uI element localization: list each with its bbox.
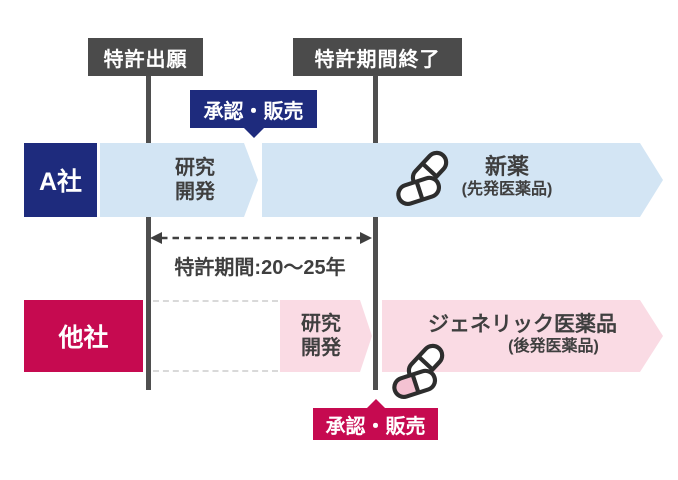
company-a-rd-line2: 開発 [175,181,215,203]
company-a-product-segment: 新薬 (先発医薬品) [262,143,663,217]
company-a-rd-segment: 研究 開発 [100,143,258,217]
competitor-label: 他社 [24,300,143,372]
pill-icon [396,150,449,206]
competitor-rd-line2: 開発 [301,337,341,359]
patent-application-line [146,76,151,390]
competitor-approval-bubble: 承認・販売 [313,399,438,440]
new-drug-label: 新薬 [484,154,529,179]
competitor-waiting-segment [153,300,278,372]
generic-drug-label: ジェネリック医薬品 [428,313,617,336]
new-drug-note: (先発医薬品) [461,181,553,198]
patent-expiry-line [373,75,378,390]
competitor-rd-line1: 研究 [301,313,341,335]
competitor-rd-segment: 研究 開発 [280,300,372,372]
patent-period-arrow [150,232,372,244]
company-a-approval-bubble: 承認・販売 [190,90,317,138]
company-a-rd-line1: 研究 [175,157,215,179]
generic-drug-note: (後発医薬品) [508,338,599,355]
patent-expiry-tag: 特許期間終了 [293,38,462,76]
patent-period-label: 特許期間:20〜25年 [174,257,346,279]
patent-application-tag: 特許出願 [88,38,203,76]
pill-icon [392,343,445,399]
company-a-label: A社 [24,143,97,217]
